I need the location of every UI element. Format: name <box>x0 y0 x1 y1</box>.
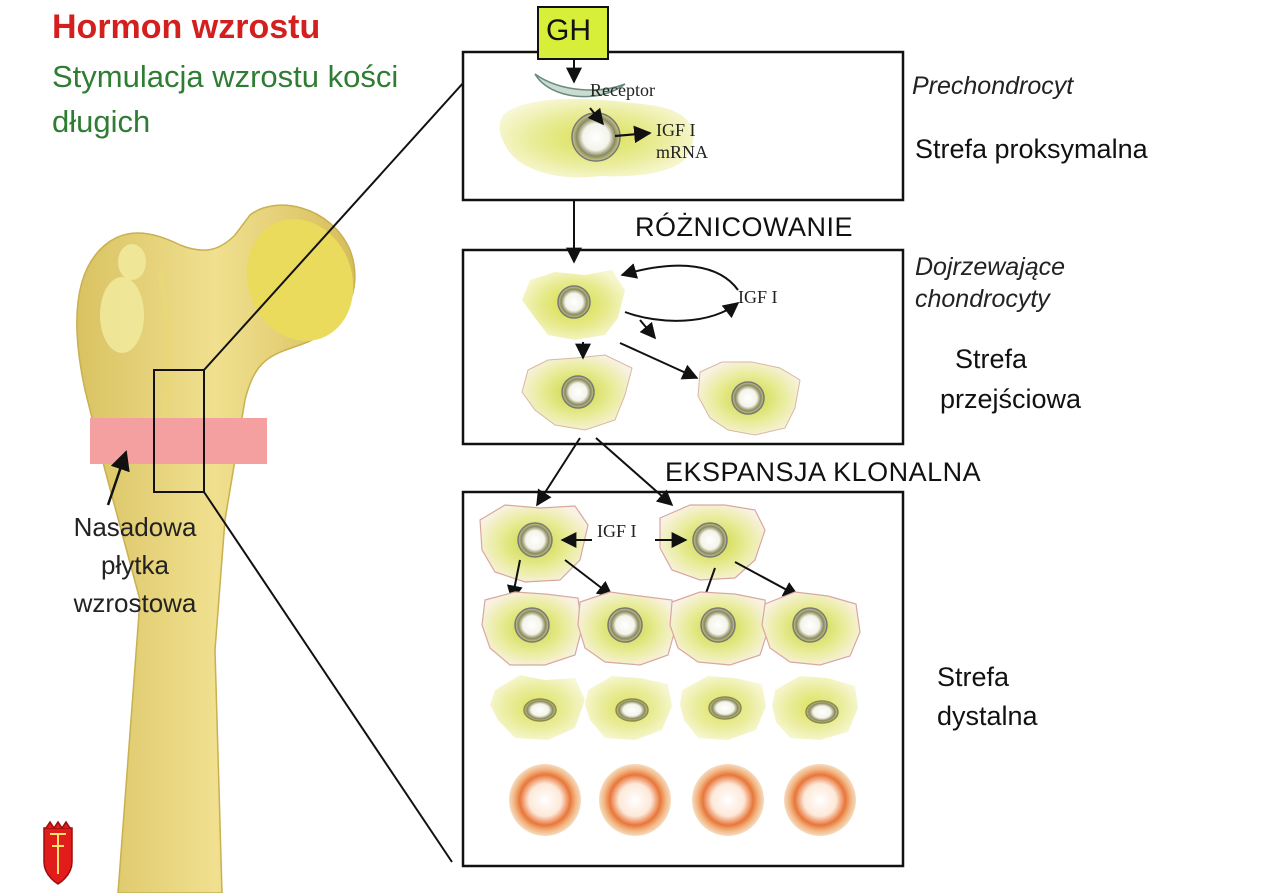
page-subtitle: Stymulacja wzrostu kości długich <box>52 59 399 139</box>
transitional-cell-type-line1: Dojrzewające <box>915 253 1066 281</box>
zone-box-transitional <box>461 248 905 446</box>
growth-plate-band <box>90 418 267 464</box>
clonal-expansion-heading: EKSPANSJA KLONALNA <box>665 457 982 487</box>
mrna-label-line2: mRNA <box>656 142 709 162</box>
igf-label-transitional: IGF I <box>738 287 778 307</box>
mrna-label-line1: IGF I <box>656 120 696 140</box>
clonal-arrow-left <box>536 437 581 507</box>
transitional-zone-name-line2: przejściowa <box>940 384 1082 414</box>
growth-plate-label: Nasadowa płytka wzrostowa <box>73 512 197 618</box>
gh-label: GH <box>546 14 591 47</box>
distal-zone-name-line1: Strefa <box>937 662 1010 692</box>
igf-label-distal: IGF I <box>597 521 637 541</box>
prechondrocyte-cell <box>499 98 694 178</box>
zoom-line-top <box>203 81 465 371</box>
proximal-zone-name: Strefa proksymalna <box>915 134 1148 164</box>
zoom-box <box>153 369 205 493</box>
coat-of-arms-icon <box>43 820 73 885</box>
transitional-zone-name-line1: Strefa <box>955 344 1028 374</box>
page-title: Hormon wzrostu <box>52 8 321 46</box>
transitional-cells <box>521 263 801 436</box>
transitional-cell-type-line2: chondrocyty <box>915 285 1050 313</box>
differentiation-heading: RÓŻNICOWANIE <box>635 212 853 242</box>
receptor-label: Receptor <box>590 80 655 100</box>
distal-cells <box>479 504 861 836</box>
growth-plate-pointer <box>106 450 130 506</box>
receptor-shape <box>534 73 626 98</box>
zoom-line-bottom <box>203 491 453 863</box>
clonal-arrow-right <box>595 437 674 507</box>
gh-box <box>537 6 609 60</box>
distal-zone-name-line2: dystalna <box>937 701 1038 731</box>
femur-bone <box>76 204 356 893</box>
proximal-cell-type: Prechondrocyt <box>912 72 1074 100</box>
